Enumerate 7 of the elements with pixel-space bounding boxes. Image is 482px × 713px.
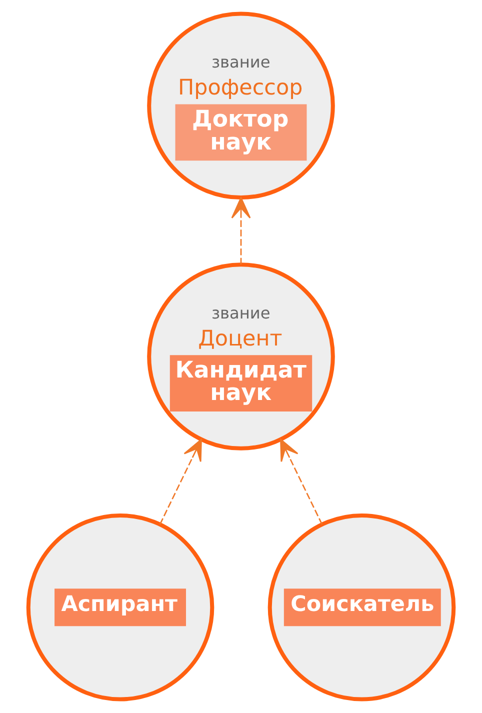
arrow (280, 438, 323, 525)
node-circle: звание Профессор Доктор наук (147, 12, 335, 200)
node-circle: звание Доцент Кандидат наук (147, 262, 335, 450)
node-circle: Соискатель (268, 513, 456, 702)
node-circle: Аспирант (26, 513, 214, 702)
arrow (159, 438, 202, 525)
arrow (231, 197, 251, 264)
